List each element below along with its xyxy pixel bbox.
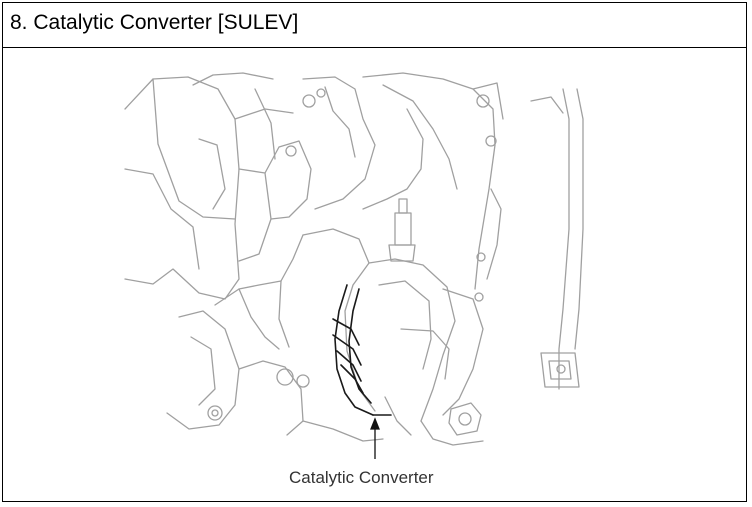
line-drawing [124,72,584,459]
section-title: 8. Catalytic Converter [SULEV] [10,11,299,34]
callout-label-catalytic-converter: Catalytic Converter [289,468,434,487]
exhaust-manifold [302,228,376,412]
lower-bracket [166,310,240,430]
right-strut [558,88,570,390]
engine-block [362,72,496,290]
left-panel [124,76,240,300]
catalytic-converter-highlight [332,284,392,416]
document-frame: 8. Catalytic Converter [SULEV] [2,2,747,502]
engine-bay-illustration: Catalytic Converter [3,49,746,501]
section-header: 8. Catalytic Converter [SULEV] [3,3,746,48]
callout-leader [370,417,380,459]
